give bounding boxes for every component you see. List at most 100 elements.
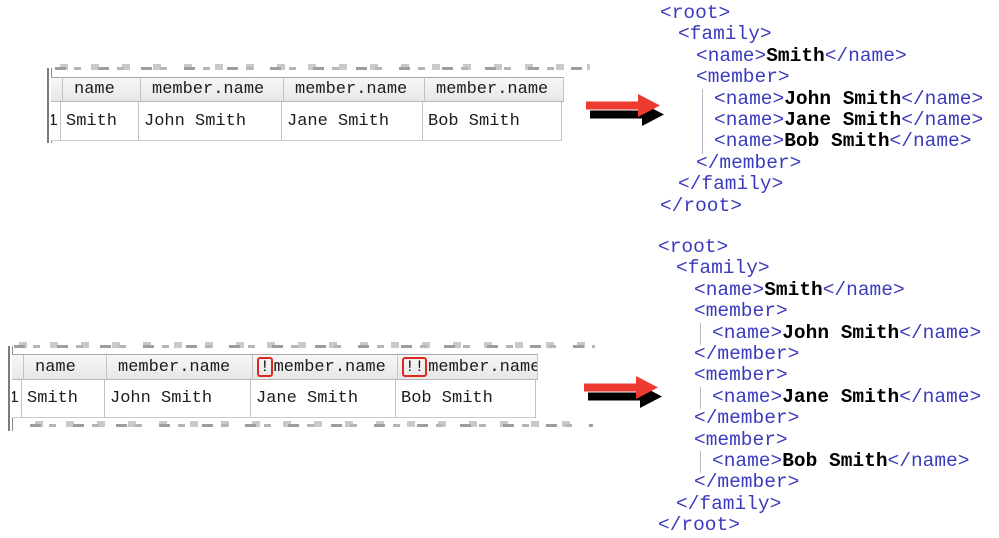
xml-line: <member> <box>658 365 981 386</box>
indent-guide <box>702 88 703 111</box>
xml-tag: </name> <box>824 44 907 67</box>
required-split-marker-icon: !! <box>402 357 428 377</box>
column-header[interactable]: name <box>63 77 141 102</box>
column-header[interactable]: member.name <box>425 77 564 102</box>
xml-tag: <family> <box>676 257 770 280</box>
column-header[interactable]: name <box>24 354 107 380</box>
xml-text-value: Bob Smith <box>784 130 890 153</box>
xml-tag: </name> <box>899 321 982 344</box>
indent-guide <box>700 450 701 474</box>
column-header-label: member.name <box>295 80 408 99</box>
xml-tag: <root> <box>660 2 731 24</box>
column-header-label: member.name <box>152 80 265 99</box>
xml-tag: <name> <box>694 278 765 301</box>
corner-cell <box>51 77 63 102</box>
xml-line: </member> <box>660 151 983 174</box>
xml-line: </member> <box>658 407 981 429</box>
indent-guide <box>700 386 701 410</box>
xml-line: </family> <box>658 492 981 515</box>
xml-tag: </name> <box>901 87 984 110</box>
column-header-label: member.name <box>428 357 538 377</box>
column-header[interactable]: member.name <box>107 354 253 380</box>
grid-cell[interactable]: Smith <box>22 380 105 418</box>
xml-line: <name>Jane Smith</name> <box>658 385 981 410</box>
xml-tag: <name> <box>714 108 785 131</box>
column-header-label: name <box>35 357 76 377</box>
xml-line: <member> <box>658 428 981 451</box>
xml-text-value: John Smith <box>782 321 900 344</box>
xml-tag: </root> <box>660 194 742 217</box>
column-header[interactable]: member.name <box>141 77 284 102</box>
xml-text-value: Jane Smith <box>784 108 902 131</box>
row-number: 1 <box>51 102 61 141</box>
xml-line: </root> <box>660 194 983 217</box>
grid-cell[interactable]: John Smith <box>139 102 282 141</box>
cropped-text-fragments <box>30 421 593 427</box>
xml-text-value: Bob Smith <box>782 449 888 472</box>
grid-cell[interactable]: John Smith <box>105 380 251 418</box>
xml-line: <family> <box>660 24 983 45</box>
grid-left-rule <box>47 68 52 143</box>
row-number: 1 <box>12 380 22 418</box>
cropped-text-fragments <box>14 342 595 348</box>
column-header-label: member.name <box>118 357 231 377</box>
grid-cell[interactable]: Jane Smith <box>282 102 423 141</box>
xml-tag: <name> <box>712 449 783 472</box>
xml-tag: </name> <box>887 449 970 472</box>
xml-tag: </name> <box>901 108 984 131</box>
xml-tag: <member> <box>696 66 790 89</box>
xml-tag: </family> <box>678 173 784 196</box>
xml-tag: </root> <box>658 514 740 537</box>
required-split-marker-icon: ! <box>257 357 273 377</box>
xml-tag: <member> <box>694 300 788 323</box>
xml-line: <root> <box>658 236 981 258</box>
xml-line: <name>John Smith</name> <box>658 321 982 345</box>
grid-header-row: name member.name member.name member.name <box>51 77 564 102</box>
xml-line: <name>Bob Smith</name> <box>658 449 981 474</box>
xml-output-split: <root><family><name>Smith</name><member>… <box>658 236 982 537</box>
xml-tag: <name> <box>714 130 785 153</box>
xml-tag: </member> <box>696 151 802 174</box>
arrow-right-icon <box>584 376 662 408</box>
column-header[interactable]: !!member.name <box>398 354 538 380</box>
xml-text-value: Smith <box>766 44 825 67</box>
xml-line: <name>John Smith</name> <box>660 87 984 111</box>
xml-tag: <name> <box>714 87 785 110</box>
xml-tag: <name> <box>696 44 767 67</box>
column-header[interactable]: !member.name <box>253 354 398 380</box>
xml-line: </root> <box>658 514 981 537</box>
grid-cell[interactable]: Bob Smith <box>396 380 536 418</box>
xml-line: <name>Bob Smith</name> <box>660 130 983 154</box>
xml-tag: </name> <box>889 130 972 153</box>
xml-tag: <name> <box>712 321 783 344</box>
xml-line: </member> <box>658 342 981 365</box>
xml-text-value: John Smith <box>784 87 902 110</box>
xml-tag: <root> <box>658 236 729 258</box>
xml-line: <name>Smith</name> <box>660 44 983 67</box>
xml-line: <root> <box>660 2 983 24</box>
xml-tag: </name> <box>822 278 905 301</box>
xml-tag: <member> <box>694 364 788 387</box>
xml-tag: <member> <box>694 428 788 451</box>
grid-cell[interactable]: Smith <box>61 102 139 141</box>
column-header[interactable]: member.name <box>284 77 425 102</box>
indent-guide <box>702 109 703 133</box>
xml-tag: </member> <box>694 471 800 494</box>
xml-line: </member> <box>658 472 981 493</box>
grid-left-rule <box>8 346 13 431</box>
column-header-label: member.name <box>273 357 386 377</box>
xml-tag: </family> <box>676 492 782 515</box>
xml-line: <name>Jane Smith</name> <box>660 108 984 133</box>
grid-cell[interactable]: Bob Smith <box>423 102 562 141</box>
xml-tag: <name> <box>712 385 783 408</box>
grid-cell[interactable]: Jane Smith <box>251 380 396 418</box>
xml-tag: </member> <box>694 342 800 365</box>
xml-line: <family> <box>658 258 981 279</box>
xml-line: <member> <box>658 300 981 323</box>
cropped-text-fragments <box>55 64 590 70</box>
indent-guide <box>702 131 703 154</box>
